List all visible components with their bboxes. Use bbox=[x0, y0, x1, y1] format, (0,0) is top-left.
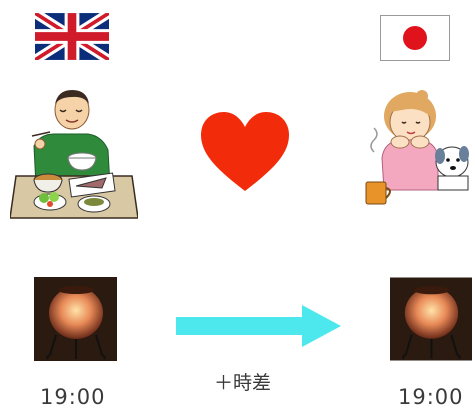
uk-time-label: 19:00 bbox=[40, 385, 106, 409]
heart-icon bbox=[201, 112, 289, 191]
japan-time-label: 19:00 bbox=[398, 385, 464, 409]
table-lamp-photo bbox=[34, 277, 117, 361]
uk-flag-icon bbox=[35, 13, 109, 60]
time-difference-label: ＋時差 bbox=[214, 372, 272, 394]
woman-with-dog-illustration bbox=[365, 90, 469, 205]
man-eating-meal-illustration bbox=[10, 90, 138, 219]
table-lamp-photo bbox=[390, 277, 472, 361]
right-arrow-icon bbox=[176, 305, 341, 347]
japan-flag-icon bbox=[380, 15, 450, 61]
